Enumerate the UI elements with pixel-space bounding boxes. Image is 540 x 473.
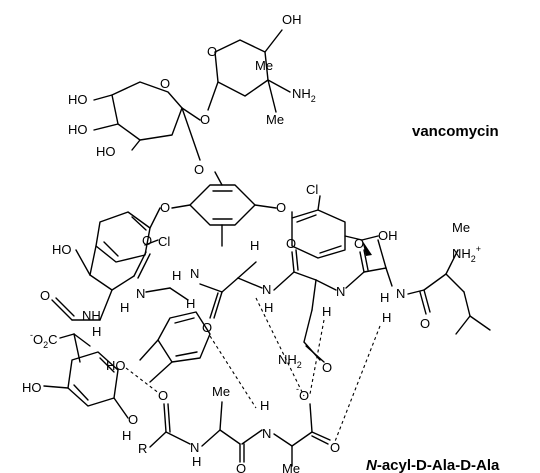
- ligand-carboxylate-oxygen-1: -O: [296, 384, 309, 403]
- ether-oxygen-right: O: [276, 200, 286, 215]
- ligand-methyl-1: Me: [212, 384, 230, 399]
- amide-h-3: H: [172, 268, 181, 283]
- vancomycin-label: vancomycin: [412, 123, 499, 140]
- amide-nitrogen-3: N: [262, 282, 271, 297]
- carboxylate: -O2C: [30, 330, 58, 350]
- amide-nitrogen-2: N: [190, 266, 199, 281]
- glucose-hydroxyl-3: HO: [96, 144, 116, 159]
- ligand-n-acyl-d-ala-d-ala: R O N H Me O H N Me -O O: [138, 384, 340, 473]
- resorcinol-hydroxyl-1: HO: [22, 380, 42, 395]
- central-aryl-ring: O O: [160, 171, 286, 247]
- hydrogen-bonds: [125, 297, 381, 445]
- amide-nitrogen-1: N: [136, 286, 145, 301]
- h-bond-2: [209, 335, 257, 409]
- chlorine-left: Cl: [158, 234, 170, 249]
- amide-nitrogen-5: N: [396, 286, 405, 301]
- sugar-hydroxyl: OH: [282, 12, 302, 27]
- ligand-n2: N: [262, 426, 271, 441]
- ligand-oxygen-acyl: O: [158, 388, 168, 403]
- resorcinol-hydroxyl-2: HO: [106, 358, 126, 373]
- hydroxyphenyl-ring: [139, 311, 211, 383]
- glucose-ring-oxygen: O: [160, 76, 170, 91]
- left-chlorophenyl-ring: Cl: [89, 207, 170, 276]
- sugar-methyl-top: Me: [255, 58, 273, 73]
- oxygen-amide-left: O: [142, 233, 152, 248]
- resorcinol-oxygen: O: [128, 412, 138, 427]
- hydroxyl-right: OH: [378, 228, 398, 243]
- asn-amine: NH2: [278, 352, 302, 370]
- ligand-methyl-2: Me: [282, 461, 300, 473]
- glucose-hydroxyl-2: HO: [68, 122, 88, 137]
- glycoside-oxygen-upper: O: [200, 112, 210, 127]
- h-bond-1: [125, 367, 161, 395]
- amide-nitrogen-4: N: [336, 284, 345, 299]
- amide-h-5: H: [250, 238, 259, 253]
- oxygen-asn: O: [322, 360, 332, 375]
- ligand-h1: H: [192, 454, 201, 469]
- oxygen-amide-2: O: [40, 288, 50, 303]
- glucose-sugar: O HO HO HO O: [68, 76, 204, 177]
- leucine-ammonium: NH2+: [452, 244, 481, 264]
- oxygen-leucine: O: [420, 316, 430, 331]
- amide-h-8: H: [380, 290, 389, 305]
- ether-oxygen-left: O: [160, 200, 170, 215]
- oxygen-amide-5: O: [354, 236, 364, 251]
- h-bond-4: [309, 319, 325, 395]
- sugar-ring-oxygen: O: [207, 44, 217, 59]
- amine-nh: NH: [82, 308, 101, 323]
- glycoside-oxygen-lower: O: [194, 162, 204, 177]
- amide-h-6: H: [264, 300, 273, 315]
- resorcinol-ring: HO HO O H: [22, 351, 138, 443]
- ligand-h2: H: [260, 398, 269, 413]
- hydroxyl-left: HO: [52, 242, 72, 257]
- carboxylate-region: -O2C NH: [30, 308, 101, 363]
- sugar-amine: NH2: [292, 86, 316, 104]
- h-bond-3: [255, 297, 305, 397]
- oxygen-amide-4: O: [286, 236, 296, 251]
- ligand-label: N-acyl-D-Ala-D-Ala: [366, 457, 500, 473]
- vancosamine-sugar: O OH Me NH2 Me O: [200, 12, 316, 127]
- h-bond-5: [333, 325, 381, 445]
- amide-h-9: H: [382, 310, 391, 325]
- peptide-backbone: HO O N H O H H N H O H N H O: [40, 220, 491, 375]
- leucine-methyl: Me: [452, 220, 470, 235]
- amide-h-7: H: [322, 304, 331, 319]
- ligand-n1: N: [190, 440, 199, 455]
- oxygen-amide-3: O: [202, 320, 212, 335]
- right-chlorophenyl-ring: Cl OH: [291, 182, 398, 259]
- amide-h-4: H: [186, 296, 195, 311]
- amide-h-1: H: [120, 300, 129, 315]
- sugar-methyl-bottom: Me: [266, 112, 284, 127]
- ligand-carboxylate-oxygen-2: O: [330, 440, 340, 455]
- ligand-oxygen-2: O: [236, 461, 246, 473]
- glucose-hydroxyl-1: HO: [68, 92, 88, 107]
- ligand-r-group: R: [138, 441, 147, 456]
- resorcinol-h: H: [122, 428, 131, 443]
- amide-h-2: H: [92, 324, 101, 339]
- chlorine-right: Cl: [306, 182, 318, 197]
